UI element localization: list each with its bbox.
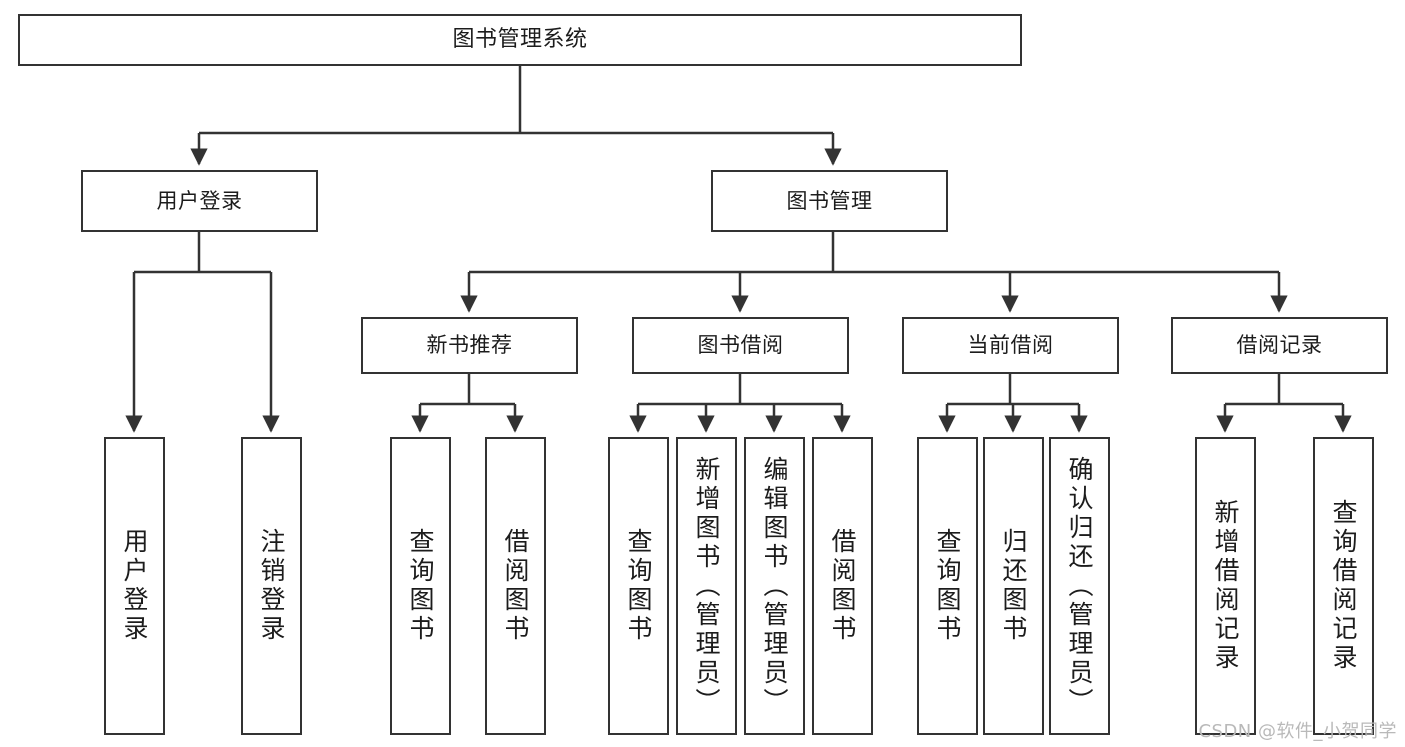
node-label: 新书推荐 (426, 333, 513, 358)
node-root-system[interactable]: 图书管理系统 (18, 14, 1022, 66)
node-label: 查询图书 (624, 528, 653, 644)
leaf-book-borrow-borrow[interactable]: 借阅图书 (812, 437, 873, 735)
node-label: 图书管理系统 (452, 27, 588, 53)
node-label: 图书管理 (786, 188, 873, 213)
watermark: CSDN @软件_小贺同学 (1198, 721, 1397, 742)
node-current-borrow[interactable]: 当前借阅 (902, 317, 1119, 374)
node-label: 当前借阅 (967, 333, 1054, 358)
node-label: 借阅图书 (501, 528, 530, 644)
leaf-current-borrow-return[interactable]: 归还图书 (983, 437, 1044, 735)
leaf-borrow-record-query[interactable]: 查询借阅记录 (1313, 437, 1374, 735)
leaf-new-book-borrow[interactable]: 借阅图书 (485, 437, 546, 735)
leaf-book-borrow-query[interactable]: 查询图书 (608, 437, 669, 735)
node-label: 用户登录 (156, 188, 243, 213)
leaf-user-login-login[interactable]: 用户登录 (104, 437, 165, 735)
node-label: 用户登录 (120, 528, 149, 644)
node-label: 确认归还（管理员） (1065, 455, 1094, 717)
leaf-current-borrow-query[interactable]: 查询图书 (917, 437, 978, 735)
leaf-book-borrow-edit[interactable]: 编辑图书（管理员） (744, 437, 805, 735)
leaf-user-login-logout[interactable]: 注销登录 (241, 437, 302, 735)
node-label: 查询图书 (406, 528, 435, 644)
node-new-book-recommend[interactable]: 新书推荐 (361, 317, 578, 374)
node-label: 编辑图书（管理员） (760, 455, 789, 717)
leaf-new-book-query[interactable]: 查询图书 (390, 437, 451, 735)
leaf-current-borrow-confirm-return[interactable]: 确认归还（管理员） (1049, 437, 1110, 735)
node-label: 新增图书（管理员） (692, 455, 721, 717)
node-label: 借阅图书 (828, 528, 857, 644)
node-label: 归还图书 (999, 528, 1028, 644)
node-label: 新增借阅记录 (1211, 499, 1240, 673)
node-label: 注销登录 (257, 528, 286, 644)
node-label: 图书借阅 (697, 333, 784, 358)
leaf-book-borrow-add[interactable]: 新增图书（管理员） (676, 437, 737, 735)
node-book-borrow[interactable]: 图书借阅 (632, 317, 849, 374)
node-borrow-record[interactable]: 借阅记录 (1171, 317, 1388, 374)
node-label: 借阅记录 (1236, 333, 1323, 358)
node-label: 查询借阅记录 (1329, 499, 1358, 673)
node-user-login[interactable]: 用户登录 (81, 170, 318, 232)
node-label: 查询图书 (933, 528, 962, 644)
leaf-borrow-record-add[interactable]: 新增借阅记录 (1195, 437, 1256, 735)
node-book-management[interactable]: 图书管理 (711, 170, 948, 232)
